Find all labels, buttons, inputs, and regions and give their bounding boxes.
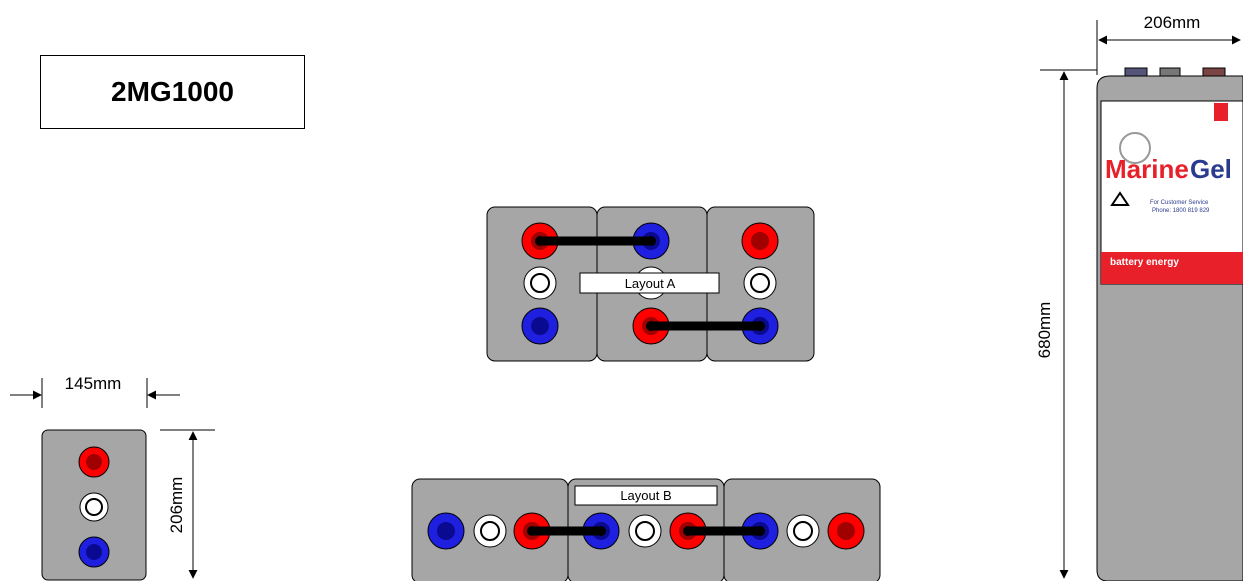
layout-a-label-box [579, 272, 720, 294]
phone-text: Phone: 1800 819 829 [1152, 208, 1210, 214]
layout-b-assembly: Layout B [411, 478, 881, 581]
model-title-box: 2MG1000 [40, 55, 305, 129]
negative-terminal [78, 536, 110, 568]
small-depth-label: 206mm [167, 477, 186, 534]
company-text: battery energy [1110, 257, 1179, 268]
service-text: For Customer Service [1150, 200, 1209, 206]
brand-flag-icon [1214, 103, 1228, 121]
depth-dimension-small: 206mm [160, 429, 215, 579]
layout-b-label-box [574, 485, 718, 506]
layout-a-label: Layout A [625, 276, 676, 291]
layout-b-label: Layout B [620, 488, 671, 503]
width-dimension-small: 145mm [10, 374, 180, 408]
brand-gel: Gel [1190, 154, 1232, 184]
small-width-label: 145mm [65, 374, 122, 393]
layout-a-link-bottom [646, 321, 765, 331]
battery-label: Marine Gel For Customer Service Phone: 1… [1100, 100, 1243, 285]
model-title: 2MG1000 [111, 76, 234, 107]
positive-terminal [78, 446, 110, 478]
single-cell-topview [41, 429, 147, 581]
battery-side-view: Marine Gel For Customer Service Phone: 1… [1096, 67, 1243, 581]
layout-a-assembly: Layout A [486, 206, 815, 362]
top-width-label: 206mm [1144, 13, 1201, 32]
height-dimension: 680mm [1035, 69, 1097, 579]
brand-marine: Marine [1105, 154, 1189, 184]
layout-b-link-left [527, 526, 606, 536]
layout-b-link-right [683, 526, 765, 536]
layout-a-link-top [535, 236, 656, 246]
height-label: 680mm [1035, 302, 1054, 359]
ships-wheel-icon [1119, 132, 1151, 164]
width-dimension-top: 206mm [1096, 13, 1241, 75]
recycle-icon [1110, 191, 1130, 206]
center-terminal [79, 492, 109, 522]
